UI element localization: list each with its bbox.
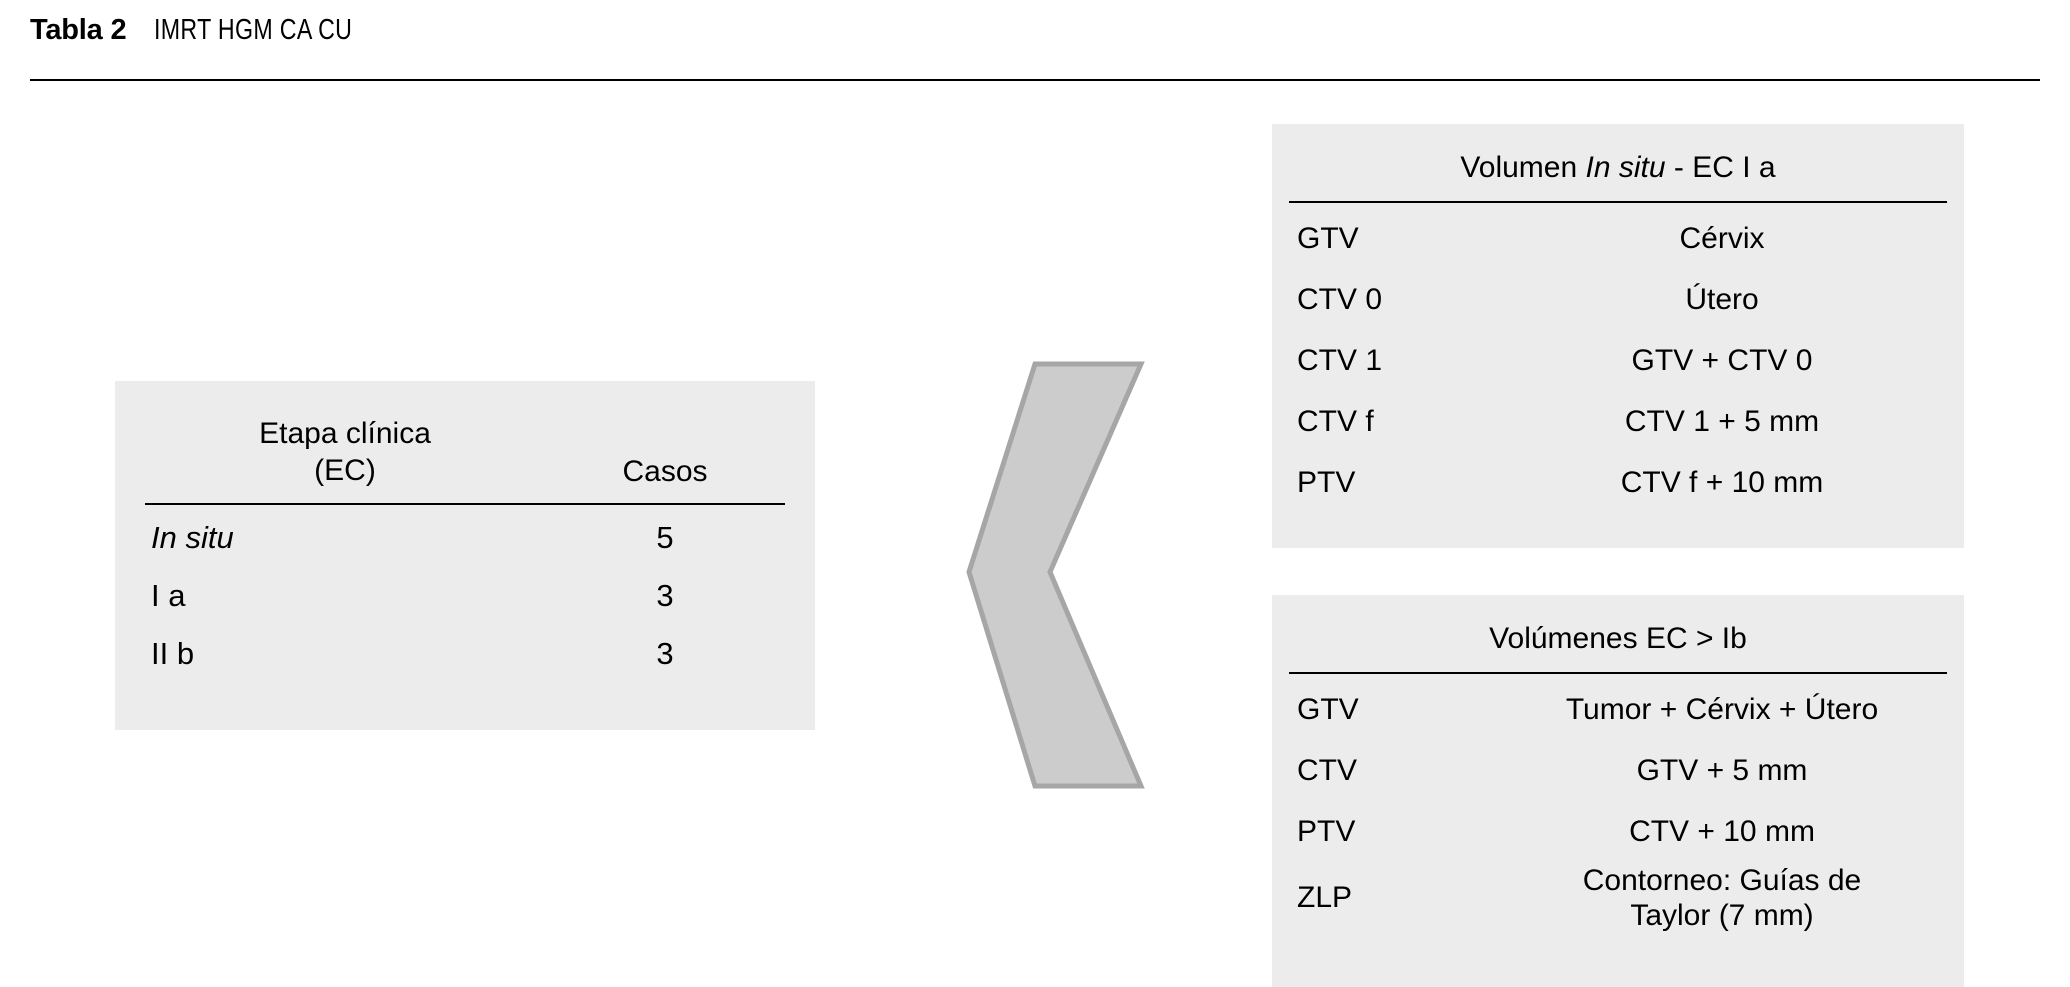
volume-key-cell: CTV 0	[1297, 283, 1383, 317]
stage-header-line2: (EC)	[314, 454, 376, 488]
volume-key-cell: ZLP	[1297, 880, 1353, 914]
volume-key-cell: PTV	[1297, 815, 1356, 849]
stage-header-rule	[145, 503, 785, 506]
stage-cell: I a	[151, 578, 186, 614]
insitu-header-rule	[1289, 200, 1947, 203]
advanced-table-body: GTV Tumor + Cérvix + Útero CTV GTV + 5 m…	[1289, 680, 1947, 934]
stage-header-cell: Etapa clínica (EC)	[145, 415, 545, 489]
volume-value-cell: Cérvix	[1679, 222, 1765, 256]
insitu-title-pre: Volumen	[1460, 151, 1586, 184]
caption-divider	[30, 79, 2040, 81]
table-row: CTV 1 GTV + CTV 0	[1289, 331, 1947, 392]
volume-key-cell: PTV	[1297, 466, 1356, 500]
advanced-volume-table: Volúmenes EC > Ib GTV Tumor + Cérvix + Ú…	[1272, 595, 1964, 987]
volume-key-cell: CTV	[1297, 754, 1357, 788]
cases-cell: 3	[656, 636, 674, 672]
volume-value-cell: CTV f + 10 mm	[1620, 466, 1824, 500]
table-row: PTV CTV + 10 mm	[1289, 802, 1947, 863]
table-row: CTV 0 Útero	[1289, 270, 1947, 331]
stage-cell: In situ	[151, 520, 234, 556]
cases-cell: 5	[656, 520, 674, 556]
caption-label: Tabla 2	[30, 14, 127, 46]
clinical-stage-table: Etapa clínica (EC) Casos In situ 5 I a 3…	[115, 381, 815, 730]
volume-value-cell: Útero	[1685, 283, 1759, 317]
table-row: CTV f CTV 1 + 5 mm	[1289, 392, 1947, 453]
volume-value-cell: Tumor + Cérvix + Útero	[1565, 693, 1879, 727]
insitu-table-title: Volumen In situ - EC I a	[1289, 150, 1947, 187]
volume-value-cell: Contorneo: Guías de Taylor (7 mm)	[1497, 863, 1947, 934]
volume-key-cell: CTV 1	[1297, 344, 1383, 378]
table-row: ZLP Contorneo: Guías de Taylor (7 mm)	[1289, 863, 1947, 934]
table-row: GTV Cérvix	[1289, 209, 1947, 270]
insitu-table-body: GTV Cérvix CTV 0 Útero CTV 1 GTV + CTV 0…	[1289, 209, 1947, 514]
volume-key-cell: CTV f	[1297, 405, 1374, 439]
table-row: II b 3	[145, 625, 785, 683]
volume-value-line1: Contorneo: Guías de	[1582, 863, 1862, 897]
table-row: I a 3	[145, 567, 785, 625]
table-row: PTV CTV f + 10 mm	[1289, 453, 1947, 514]
table-row: In situ 5	[145, 509, 785, 567]
chevron-left-icon	[966, 361, 1145, 789]
volume-key-cell: GTV	[1297, 222, 1359, 256]
volume-value-cell: CTV + 10 mm	[1629, 815, 1815, 849]
stage-table-body: In situ 5 I a 3 II b 3	[145, 509, 785, 683]
advanced-table-title: Volúmenes EC > Ib	[1489, 622, 1747, 655]
volume-key-cell: GTV	[1297, 693, 1359, 727]
caption-text: IMRT HGM CA CU	[154, 14, 353, 46]
volume-value-cell: GTV + 5 mm	[1636, 754, 1808, 788]
cases-cell: 3	[656, 578, 674, 614]
advanced-header-rule	[1289, 671, 1947, 674]
insitu-volume-table: Volumen In situ - EC I a GTV Cérvix CTV …	[1272, 124, 1964, 548]
volume-value-cell: GTV + CTV 0	[1631, 344, 1813, 378]
table-row: GTV Tumor + Cérvix + Útero	[1289, 680, 1947, 741]
insitu-title-italic: In situ	[1585, 151, 1666, 184]
insitu-title-post: - EC I a	[1665, 151, 1776, 184]
volume-value-cell: CTV 1 + 5 mm	[1624, 405, 1820, 439]
stage-table-header: Etapa clínica (EC) Casos	[145, 415, 785, 489]
table-caption: Tabla 2 IMRT HGM CA CU	[30, 14, 2040, 64]
stage-header-line1: Etapa clínica	[259, 417, 431, 450]
stage-cell: II b	[151, 636, 195, 672]
table-row: CTV GTV + 5 mm	[1289, 741, 1947, 802]
cases-header-cell: Casos	[622, 455, 708, 489]
volume-value-line2: Taylor (7 mm)	[1630, 898, 1814, 932]
